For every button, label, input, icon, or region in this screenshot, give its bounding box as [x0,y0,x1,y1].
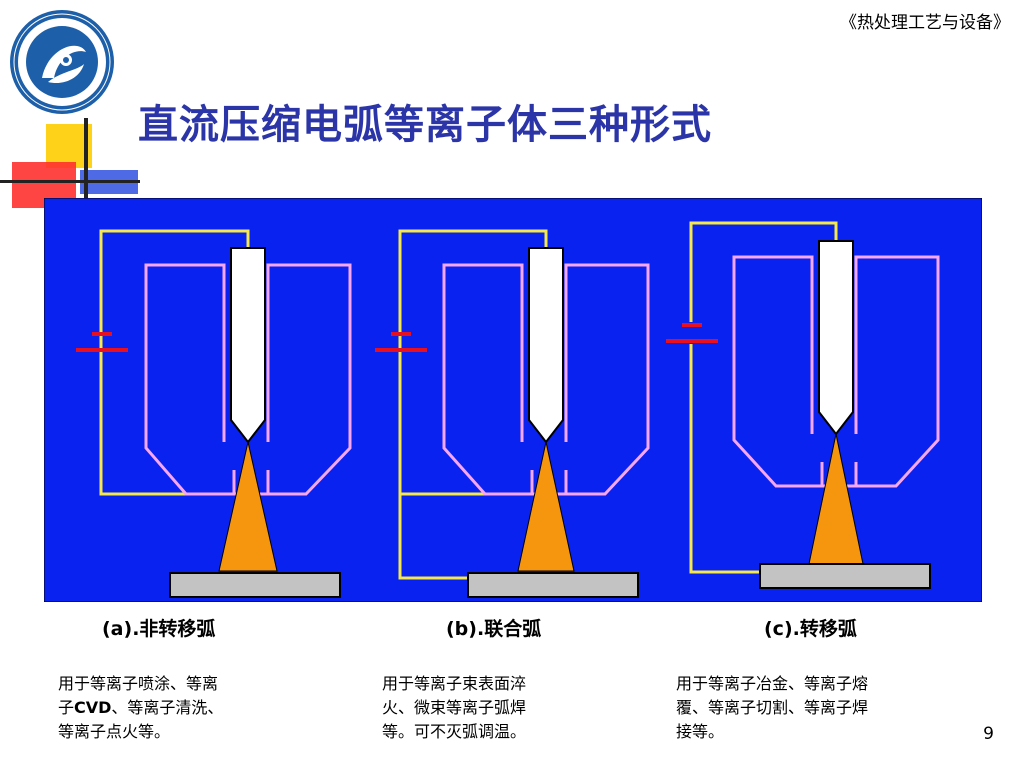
diagram-b-combined-arc [375,229,650,598]
diagram-c-transferred-arc [666,221,940,589]
caption-a-prefix: (a). [102,618,140,640]
description-c-line-1: 用于等离子冶金、等离子熔 [676,674,869,693]
diagram-c-workpiece [759,563,931,589]
description-b-line-1: 用于等离子束表面淬 [382,674,527,693]
diagram-a-non-transferred-arc [76,229,352,598]
diagram-a-electrode [230,247,266,444]
diagram-c-wire-work [689,344,760,574]
description-b: 用于等离子束表面淬 火、微束等离子弧焊 等。可不灭弧调温。 [382,672,526,744]
diagram-c-power-source [666,323,718,343]
course-title: 《热处理工艺与设备》 [840,13,1010,33]
university-logo [10,10,114,114]
description-a-line-2-post: 、等离子清洗、 [111,698,224,717]
description-a-cvd: CVD [74,698,112,717]
diagram-a-wire [99,229,250,496]
caption-c-prefix: (c). [764,618,800,640]
description-a: 用于等离子喷涂、等离 子CVD、等离子清洗、 等离子点火等。 [58,672,223,744]
diagram-a-workpiece [169,572,341,598]
diagram-b-power-source [375,332,427,352]
description-b-line-3: 等。可不灭弧调温。 [382,722,527,741]
caption-a-name: 非转移弧 [139,618,216,640]
diagram-b-electrode [528,247,564,444]
description-a-line-1: 用于等离子喷涂、等离 [58,674,219,693]
diagram-a-power-source [76,332,128,352]
description-a-line-2-pre: 子 [58,698,75,717]
diagram-b-wire-work [398,494,468,580]
diagram-c-nozzle-right [820,255,940,488]
diagram-b-nozzle-right [530,263,650,496]
plasma-arc-diagram [44,198,982,602]
caption-b-name: 联合弧 [484,618,542,640]
page-number: 9 [983,724,994,744]
diagram-c-electrode [818,240,854,436]
slide-title: 直流压缩电弧等离子体三种形式 [138,102,712,148]
description-a-line-3: 等离子点火等。 [58,722,171,741]
caption-a: (a).非转移弧 [102,614,215,641]
diagram-b-workpiece [467,572,639,598]
description-c-line-3: 接等。 [676,722,725,741]
diagram-a-nozzle-right [232,263,352,496]
description-c-line-2: 覆、等离子切割、等离子焊 [676,698,869,717]
caption-c: (c).转移弧 [764,614,857,641]
description-b-line-2: 火、微束等离子弧焊 [382,698,527,717]
description-c: 用于等离子冶金、等离子熔 覆、等离子切割、等离子焊 接等。 [676,672,868,744]
caption-c-name: 转移弧 [799,618,857,640]
caption-b-prefix: (b). [446,618,485,640]
caption-b: (b).联合弧 [446,614,541,641]
diagram-b-plasma-jet [517,441,575,572]
diagram-c-wire-electrode [689,221,838,322]
description-a-line-2: 子CVD、等离子清洗、 [58,696,223,720]
diagram-b-wire-main [398,229,548,496]
diagram-a-plasma-jet [218,441,278,572]
